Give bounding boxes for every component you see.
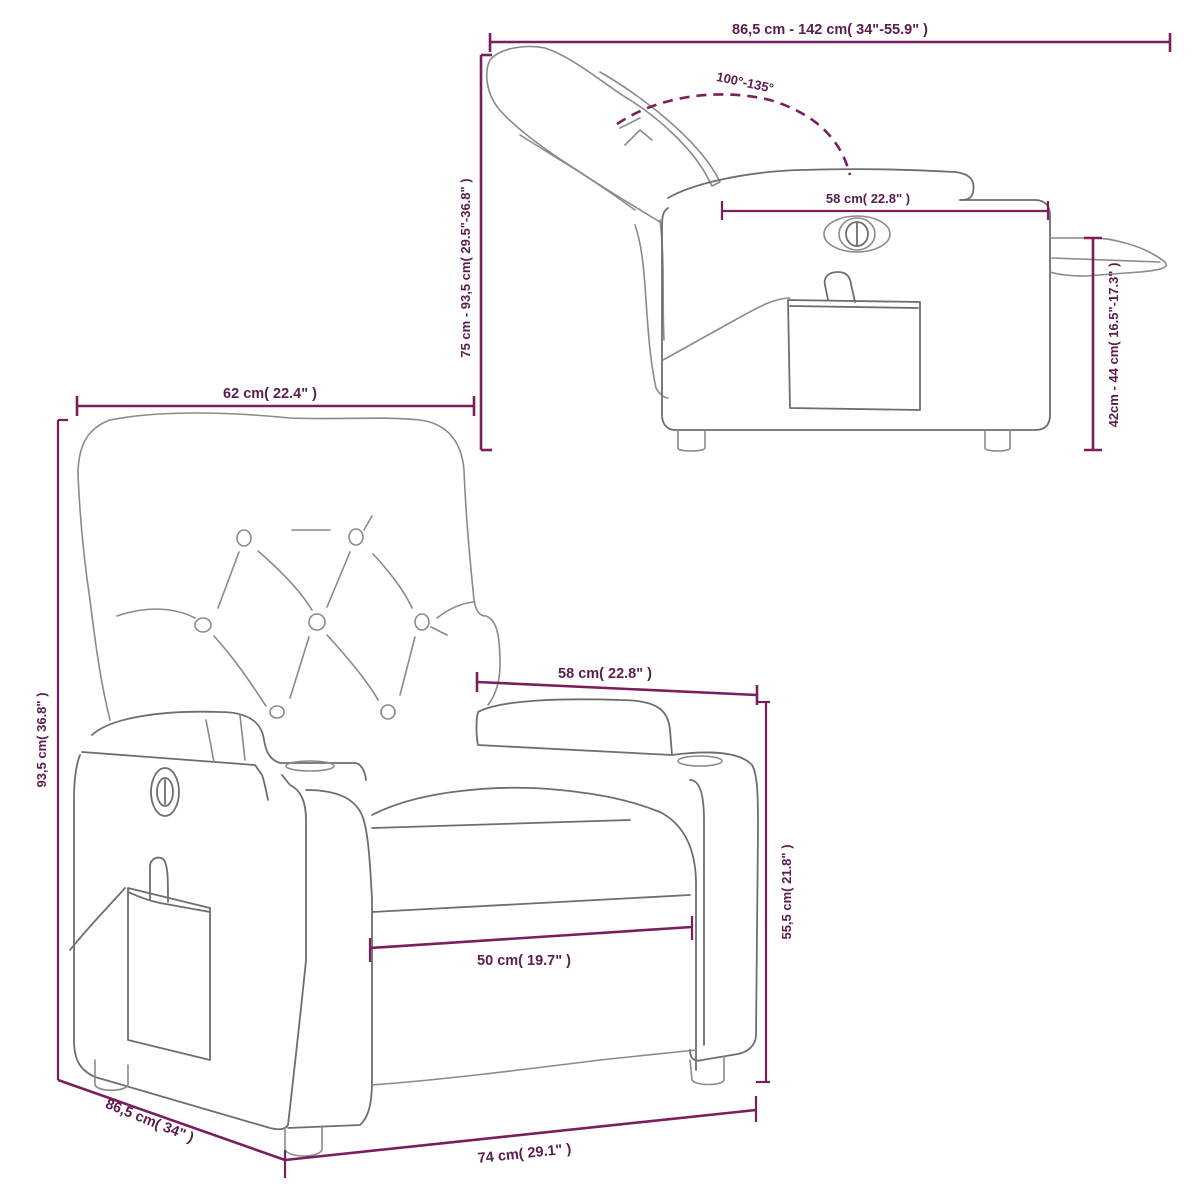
recline-angle-label: 100°-135° — [715, 69, 775, 96]
front-view — [69, 412, 759, 1157]
front-right-armrest — [475, 698, 759, 1062]
side-foot-front — [984, 429, 1011, 452]
backrest-width-label: 62 cm( 22.4" ) — [223, 386, 317, 402]
side-view-dimensions: 86,5 cm - 142 cm( 34"-55.9" ) 100°-135° … — [458, 22, 1172, 452]
front-left-arm-inner — [287, 789, 373, 1129]
front-backrest — [77, 412, 501, 721]
front-left-armrest — [73, 710, 367, 1131]
recline-angle-arc — [616, 93, 852, 176]
side-remote-handle — [823, 271, 856, 303]
front-lever-ring — [150, 767, 180, 817]
width-label: 74 cm( 29.1" ) — [477, 1141, 572, 1167]
side-body — [661, 199, 1051, 431]
front-remote-handle — [149, 856, 169, 903]
total-height-label: 93,5 cm( 36.8" ) — [34, 692, 49, 787]
side-back-support — [634, 219, 669, 399]
front-left-cupholder — [285, 760, 335, 772]
side-foot-back — [677, 429, 706, 452]
tufting — [116, 515, 475, 720]
overall-length-label: 86,5 cm - 142 cm( 34"-55.9" ) — [732, 22, 928, 38]
footrest-height-label: 42cm - 44 cm( 16.5"-17.3" ) — [1106, 263, 1121, 428]
side-seat-depth-label: 58 cm( 22.8" ) — [826, 191, 910, 206]
front-foot-right — [689, 1055, 725, 1086]
side-lever-ring — [838, 217, 876, 251]
seat-width-label: 50 cm( 19.7" ) — [477, 953, 571, 969]
overall-height-label: 75 cm - 93,5 cm( 29.5"-36.8" ) — [458, 178, 473, 357]
side-lever-ring-outer — [823, 215, 891, 253]
front-foot-left-back — [94, 1059, 129, 1092]
front-foot-left-front — [284, 1125, 323, 1157]
armrest-length-label: 58 cm( 22.8" ) — [558, 666, 652, 682]
front-seat-panel — [371, 1049, 697, 1086]
side-armrest-top — [667, 168, 975, 201]
side-backrest-inner — [519, 117, 653, 211]
side-footrest — [1049, 236, 1167, 277]
side-seam — [662, 297, 791, 361]
front-seat — [371, 786, 697, 1071]
side-view — [485, 45, 1167, 452]
arm-height-label: 55,5 cm( 21.8" ) — [779, 844, 794, 939]
side-pocket — [787, 299, 921, 411]
front-lever-knob — [156, 777, 174, 807]
depth-label: 86,5 cm( 34" ) — [103, 1096, 196, 1146]
front-pocket — [69, 887, 211, 1061]
front-right-cupholder — [677, 755, 723, 767]
front-view-dimensions: 62 cm( 22.4" ) 93,5 cm( 36.8" ) 58 cm( 2… — [34, 386, 794, 1178]
side-backrest — [485, 45, 721, 223]
